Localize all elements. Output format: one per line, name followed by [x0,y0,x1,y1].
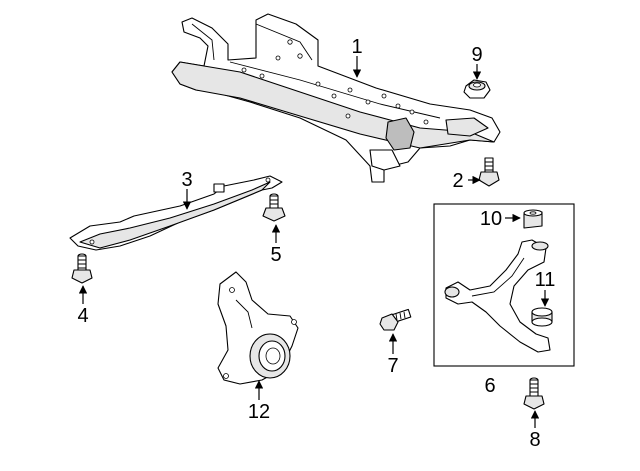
bolt-part-2 [478,157,500,187]
callout-10: 10 [480,208,502,230]
engine-cradle-part [171,13,501,183]
leader-lines [78,56,550,428]
bushing-part-10 [523,209,543,229]
nut-part-9 [463,79,491,99]
callout-8: 8 [529,429,540,451]
brace-part-3 [69,175,283,251]
bolt-part-8 [523,377,545,410]
bushing-part-11 [531,307,553,327]
bolt-part-5 [262,193,286,222]
bolt-part-7 [379,308,412,331]
control-arm [444,239,551,353]
callout-4: 4 [77,305,88,327]
callout-7: 7 [387,355,398,377]
control-arm-assembly-box [433,203,575,367]
callout-11: 11 [535,269,556,291]
callout-9: 9 [471,44,482,66]
callout-2: 2 [452,170,463,192]
bolt-part-4 [71,253,93,284]
callout-12: 12 [248,401,270,423]
callout-1: 1 [351,36,362,58]
steering-knuckle-part-12 [217,271,299,385]
callout-3: 3 [181,169,192,191]
callout-5: 5 [270,244,281,266]
callout-6: 6 [484,375,495,397]
